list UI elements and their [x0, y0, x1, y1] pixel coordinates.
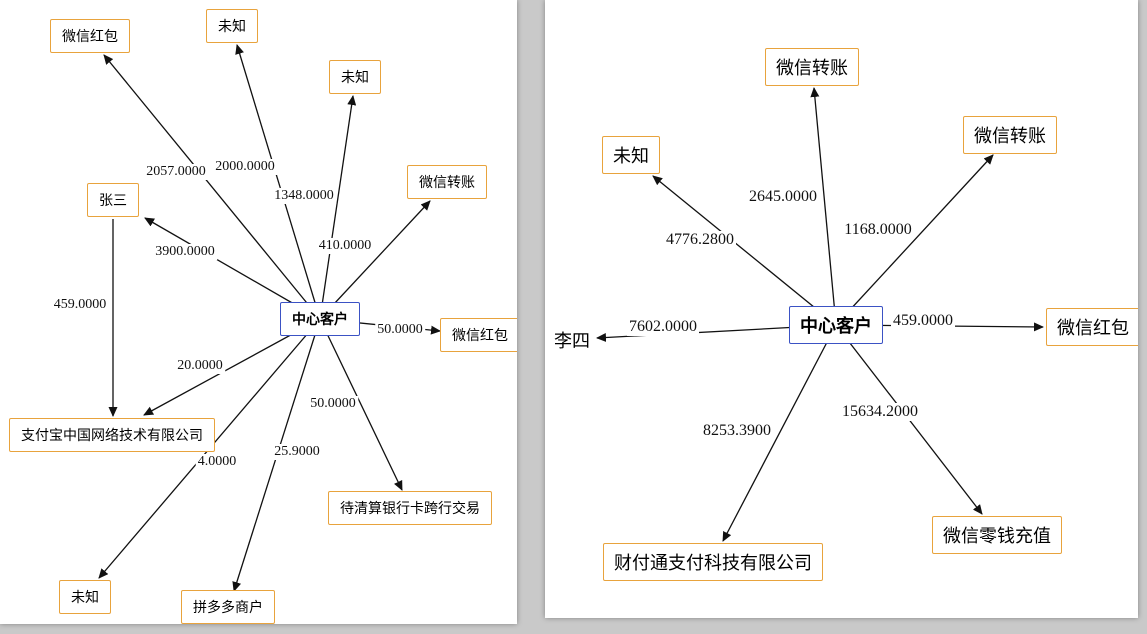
node-wechat-redpacket: 微信红包: [50, 19, 130, 53]
node-lisi: 李四: [554, 331, 590, 351]
edge-arrow: [235, 44, 321, 320]
edge-arrow: [103, 54, 321, 320]
edge-amount-label: 1168.0000: [842, 221, 914, 239]
node-wechat-redpacket: 微信红包: [1046, 308, 1138, 346]
node-tenpay-company: 财付通支付科技有限公司: [603, 543, 823, 581]
edge-amount-label: 50.0000: [375, 322, 425, 338]
edge-amount-label: 20.0000: [175, 358, 225, 374]
edge-amount-label: 3900.0000: [153, 244, 217, 260]
edge-arrow: [810, 87, 837, 326]
node-unknown: 未知: [329, 60, 381, 94]
edge-arrow: [319, 200, 431, 320]
edge-amount-label: 7602.0000: [627, 318, 699, 336]
edge-amount-label: 1348.0000: [272, 188, 336, 204]
edge-amount-label: 459.0000: [891, 312, 955, 330]
node-unknown: 未知: [206, 9, 258, 43]
node-pinduoduo-merchant: 拼多多商户: [181, 590, 275, 624]
edge-amount-label: 50.0000: [308, 396, 358, 412]
edge-arrow: [835, 154, 994, 326]
edge-arrow: [319, 318, 403, 491]
node-center-customer: 中心客户: [280, 302, 360, 336]
edge-amount-label: 2000.0000: [213, 159, 277, 175]
node-alipay-company: 支付宝中国网络技术有限公司: [9, 418, 215, 452]
node-wechat-transfer: 微信转账: [963, 116, 1057, 154]
node-wechat-transfer: 微信转账: [407, 165, 487, 199]
document-page-right: 2645.0000 1168.0000 4776.2800 7602.0000 …: [545, 0, 1138, 618]
edge-amount-label: 15634.2000: [840, 403, 920, 421]
node-zhangsan: 张三: [87, 183, 139, 217]
edge-amount-label: 459.0000: [51, 297, 109, 313]
node-unknown: 未知: [602, 136, 660, 174]
edge-amount-label: 8253.3900: [701, 422, 773, 440]
edge-amount-label: 4776.2800: [664, 231, 736, 249]
edge-amount-label: 2645.0000: [747, 188, 819, 206]
node-wechat-transfer: 微信转账: [765, 48, 859, 86]
edge-amount-label: 25.9000: [272, 444, 322, 460]
edge-arrow: [319, 95, 357, 320]
node-center-customer: 中心客户: [789, 306, 883, 344]
edge-amount-label: 410.0000: [316, 238, 374, 254]
node-interbank-clearing: 待清算银行卡跨行交易: [328, 491, 492, 525]
edge-arrow: [652, 175, 837, 326]
node-unknown: 未知: [59, 580, 111, 614]
edge-amount-label: 4.0000: [195, 454, 239, 470]
document-page-left: 2057.0000 2000.0000 1348.0000 410.0000 5…: [0, 0, 517, 624]
edge-arrow: [722, 324, 837, 542]
node-wechat-redpacket: 微信红包: [440, 318, 517, 352]
node-wechat-balance-topup: 微信零钱充值: [932, 516, 1062, 554]
edge-amount-label: 2057.0000: [144, 164, 208, 180]
